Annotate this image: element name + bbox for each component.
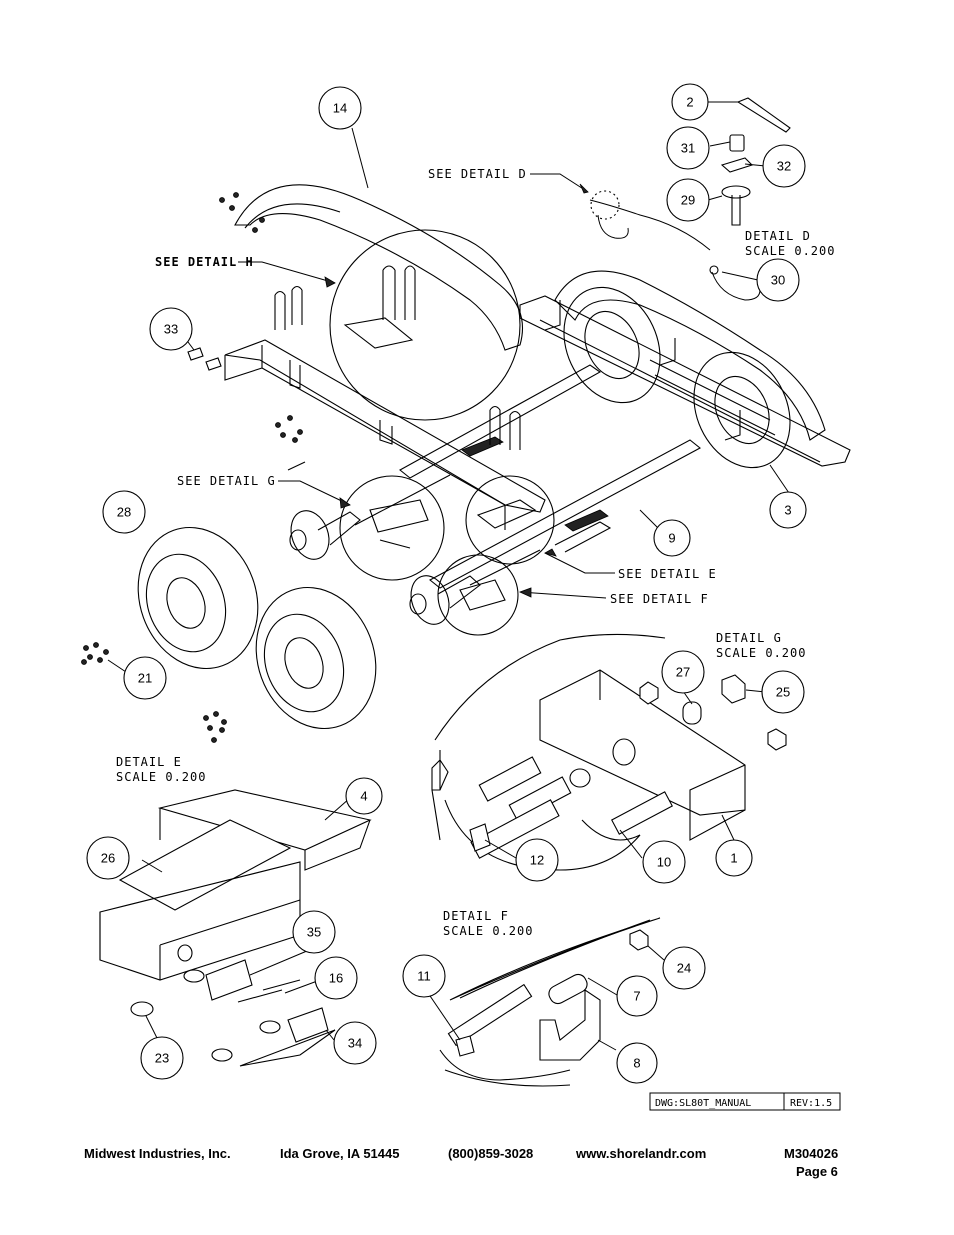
callout-33: 33 bbox=[149, 307, 193, 351]
svg-text:8: 8 bbox=[633, 1056, 640, 1071]
svg-text:35: 35 bbox=[307, 925, 321, 940]
callout-28: 28 bbox=[102, 490, 146, 534]
detail-g-drawing bbox=[431, 633, 787, 871]
callout-7: 7 bbox=[616, 975, 658, 1017]
callout-11: 11 bbox=[402, 954, 446, 998]
callout-24: 24 bbox=[662, 946, 706, 990]
detail-g-circle bbox=[339, 475, 445, 581]
svg-text:14: 14 bbox=[333, 101, 347, 116]
footer-city: Ida Grove, IA 51445 bbox=[280, 1146, 400, 1161]
detail-h-circle bbox=[329, 229, 521, 421]
callout-23: 23 bbox=[140, 1036, 184, 1080]
svg-text:24: 24 bbox=[677, 961, 691, 976]
footer-company: Midwest Industries, Inc. bbox=[84, 1146, 231, 1161]
svg-text:34: 34 bbox=[348, 1036, 362, 1051]
callout-2: 2 bbox=[671, 83, 709, 121]
svg-text:31: 31 bbox=[681, 141, 695, 156]
wiring-harness bbox=[589, 199, 711, 251]
callout-12: 12 bbox=[515, 838, 559, 882]
detail-e-circle bbox=[465, 475, 555, 565]
detail-e-drawing bbox=[99, 789, 372, 1067]
detail-d-title: DETAIL D bbox=[745, 229, 811, 243]
callout-30: 30 bbox=[756, 258, 800, 302]
detail-e-title: DETAIL E bbox=[116, 755, 182, 769]
svg-text:28: 28 bbox=[117, 505, 131, 520]
svg-text:1: 1 bbox=[730, 851, 737, 866]
detail-g-scale: SCALE 0.200 bbox=[716, 646, 806, 660]
callout-21: 21 bbox=[123, 656, 167, 700]
svg-text:30: 30 bbox=[771, 273, 785, 288]
svg-text:7: 7 bbox=[633, 989, 640, 1004]
callout-9: 9 bbox=[653, 519, 691, 557]
tire-28-drawing bbox=[137, 526, 377, 730]
detail-f-drawing bbox=[439, 917, 661, 1087]
callout-1: 1 bbox=[715, 839, 753, 877]
callout-31: 31 bbox=[666, 126, 710, 170]
dwg-number: DWG:SL80T_MANUAL bbox=[655, 1098, 751, 1109]
callout-32: 32 bbox=[762, 144, 806, 188]
callout-27: 27 bbox=[661, 650, 705, 694]
part-2-drawing bbox=[736, 97, 791, 133]
svg-text:29: 29 bbox=[681, 193, 695, 208]
svg-text:25: 25 bbox=[776, 685, 790, 700]
callout-35: 35 bbox=[292, 910, 336, 954]
lug-nuts-21 bbox=[81, 642, 227, 743]
callout-16: 16 bbox=[314, 956, 358, 1000]
svg-text:12: 12 bbox=[530, 853, 544, 868]
detail-f-circle bbox=[437, 554, 519, 636]
title-block: DWG:SL80T_MANUAL REV:1.5 bbox=[649, 1092, 841, 1111]
footer-website[interactable]: www.shorelandr.com bbox=[576, 1146, 707, 1161]
see-detail-h-label: SEE DETAIL H bbox=[155, 255, 254, 269]
svg-text:16: 16 bbox=[329, 971, 343, 986]
callout-25: 25 bbox=[761, 670, 805, 714]
callout-29: 29 bbox=[666, 178, 710, 222]
trailer-frame-drawing bbox=[219, 184, 851, 625]
detail-g-title: DETAIL G bbox=[716, 631, 782, 645]
see-detail-d-label: SEE DETAIL D bbox=[428, 167, 527, 181]
footer-doc-number: M304026 bbox=[784, 1146, 839, 1161]
leader-lines bbox=[107, 101, 790, 1051]
svg-text:21: 21 bbox=[138, 671, 152, 686]
svg-text:26: 26 bbox=[101, 851, 115, 866]
callout-34: 34 bbox=[333, 1021, 377, 1065]
see-detail-g-label: SEE DETAIL G bbox=[177, 474, 276, 488]
svg-text:23: 23 bbox=[155, 1051, 169, 1066]
callout-10: 10 bbox=[642, 840, 686, 884]
svg-text:33: 33 bbox=[164, 322, 178, 337]
see-detail-f-label: SEE DETAIL F bbox=[610, 592, 709, 606]
svg-text:3: 3 bbox=[784, 503, 791, 518]
detail-e-scale: SCALE 0.200 bbox=[116, 770, 206, 784]
svg-text:9: 9 bbox=[668, 531, 675, 546]
callout-8: 8 bbox=[616, 1042, 658, 1084]
svg-text:10: 10 bbox=[657, 855, 671, 870]
svg-text:2: 2 bbox=[686, 95, 693, 110]
detail-f-scale: SCALE 0.200 bbox=[443, 924, 533, 938]
footer-phone: (800)859-3028 bbox=[448, 1146, 534, 1161]
svg-text:11: 11 bbox=[417, 969, 431, 984]
callout-4: 4 bbox=[345, 777, 383, 815]
detail-f-title: DETAIL F bbox=[443, 909, 509, 923]
callout-26: 26 bbox=[86, 836, 130, 880]
see-detail-e-label: SEE DETAIL E bbox=[618, 567, 717, 581]
svg-text:27: 27 bbox=[676, 665, 690, 680]
callout-14: 14 bbox=[318, 86, 362, 130]
svg-text:4: 4 bbox=[360, 789, 367, 804]
callout-3: 3 bbox=[769, 491, 807, 529]
svg-text:32: 32 bbox=[777, 159, 791, 174]
footer-page: Page 6 bbox=[796, 1164, 838, 1179]
detail-d-scale: SCALE 0.200 bbox=[745, 244, 835, 258]
revision: REV:1.5 bbox=[790, 1098, 832, 1109]
